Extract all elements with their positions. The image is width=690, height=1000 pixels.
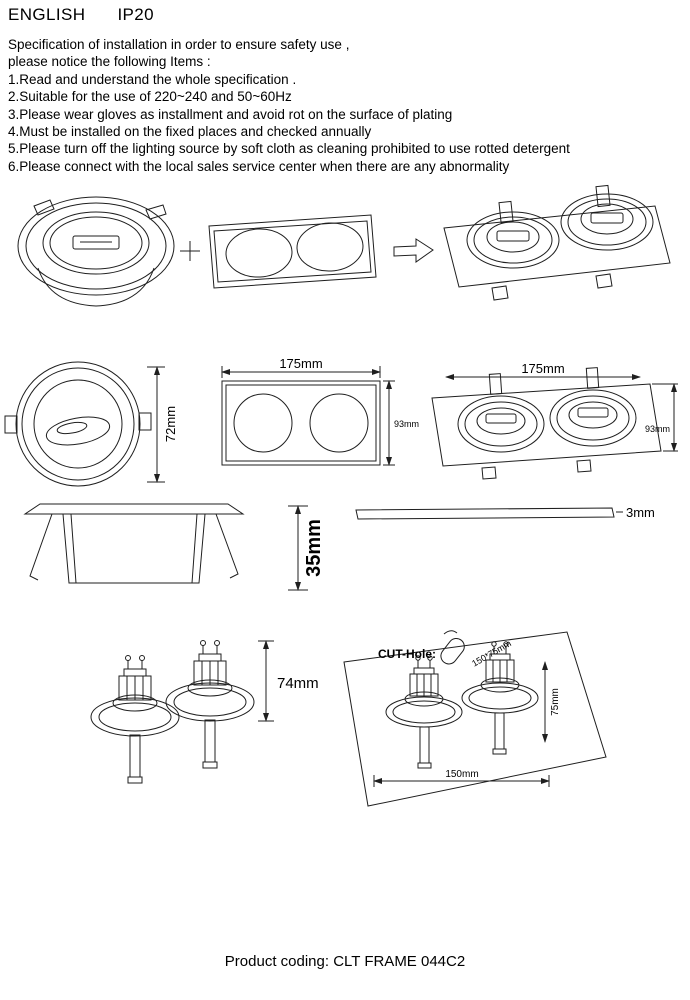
figure-assembled-perspective bbox=[443, 184, 671, 301]
spec-item-1: 1.Read and understand the whole specific… bbox=[8, 71, 297, 87]
dim-3-label: 3mm bbox=[626, 505, 655, 520]
spec-item-5: 5.Please turn off the lighting source by… bbox=[8, 141, 570, 157]
dim-175-plate-label: 175mm bbox=[279, 356, 322, 371]
dim-150-label: 150mm bbox=[445, 769, 478, 780]
dim-175-plate-lines bbox=[221, 366, 381, 378]
dim-93-assembled-lines bbox=[652, 383, 678, 452]
spec-intro-line-1: Specification of installation in order t… bbox=[8, 37, 350, 52]
dim-93-assembled-label: 93mm bbox=[645, 424, 670, 434]
figure-round-frame-perspective bbox=[17, 196, 175, 307]
spec-text-block: Specification of installation in order t… bbox=[8, 36, 570, 175]
plus-icon bbox=[180, 241, 200, 261]
dim-35-lines bbox=[288, 505, 308, 591]
spec-item-2: 2.Suitable for the use of 220~240 and 50… bbox=[8, 89, 292, 105]
dim-74-lines bbox=[258, 640, 274, 722]
arrow-right-icon bbox=[393, 238, 434, 263]
figure-plate-front-view bbox=[221, 380, 381, 466]
figure-cutout-plate bbox=[343, 631, 607, 807]
language-label: ENGLISH bbox=[8, 5, 86, 24]
dim-93-plate-label: 93mm bbox=[394, 419, 419, 429]
dim-93-plate-lines bbox=[383, 380, 395, 466]
cut-hole-label: CUT-Hole: bbox=[378, 647, 436, 661]
product-coding: Product coding: CLT FRAME 044C2 bbox=[0, 953, 690, 970]
figure-plate-perspective bbox=[208, 214, 377, 289]
document-header: ENGLISH IP20 bbox=[8, 5, 154, 25]
spec-item-3: 3.Please wear gloves as installment and … bbox=[8, 106, 453, 122]
ip-rating: IP20 bbox=[117, 5, 155, 24]
spec-item-6: 6.Please connect with the local sales se… bbox=[8, 158, 510, 174]
figure-plate-thickness bbox=[355, 507, 623, 520]
dim-150-lines bbox=[373, 775, 550, 787]
spec-intro-line-2: please notice the following Items : bbox=[8, 54, 211, 70]
dim-72-label: 72mm bbox=[163, 406, 178, 442]
dim-75-label: 75mm bbox=[550, 688, 561, 716]
product-coding-text: Product coding: CLT FRAME 044C2 bbox=[224, 953, 466, 970]
dim-72-lines bbox=[147, 366, 165, 483]
dim-175-assembled-label: 175mm bbox=[521, 361, 564, 376]
figure-housing-side-view bbox=[23, 503, 245, 584]
dim-74-label: 74mm bbox=[277, 675, 319, 692]
figure-lamps-rear-view bbox=[90, 640, 255, 784]
figure-assembled-dimensioned bbox=[431, 367, 662, 480]
figure-frame-front-view bbox=[4, 361, 152, 487]
cut-hole-icon bbox=[440, 630, 465, 665]
spec-item-4: 4.Must be installed on the fixed places … bbox=[8, 124, 372, 140]
dim-35-label: 35mm bbox=[303, 519, 325, 577]
